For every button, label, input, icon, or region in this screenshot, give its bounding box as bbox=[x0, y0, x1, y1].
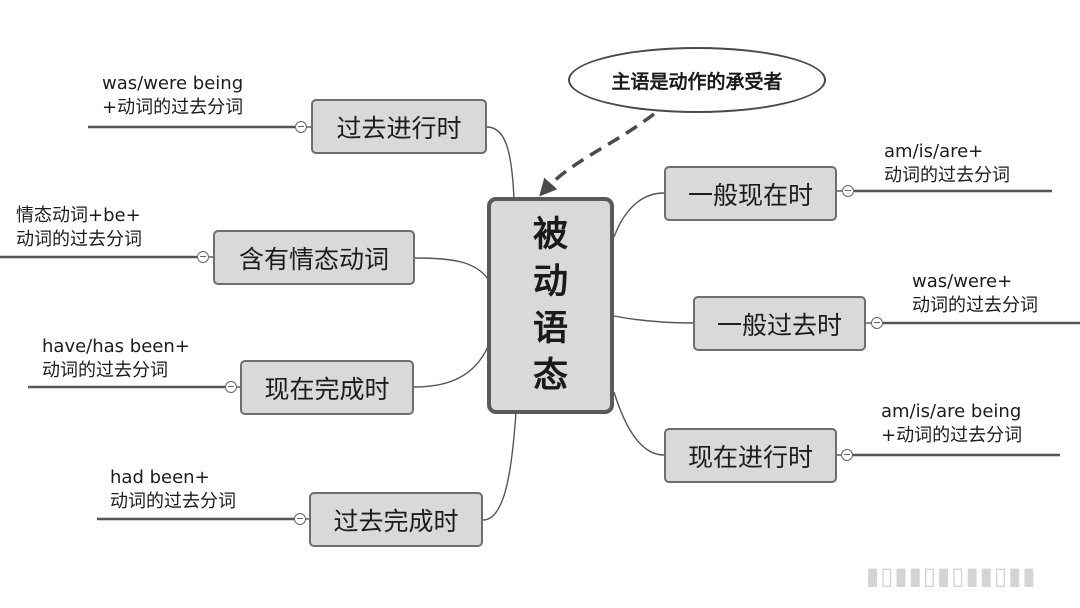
note-line: 动词的过去分词 bbox=[110, 491, 236, 512]
note-line: have/has been+ bbox=[42, 336, 190, 357]
topic-label: 过去完成时 bbox=[333, 506, 459, 536]
connector-modal bbox=[414, 257, 491, 283]
central-topic-char: 被 bbox=[532, 214, 568, 255]
collapse-toggle-icon[interactable] bbox=[871, 317, 883, 329]
note-line: was/were being bbox=[102, 73, 244, 94]
note-modal: 情态动词+be+ 动词的过去分词 bbox=[16, 204, 142, 252]
collapse-toggle-icon[interactable] bbox=[295, 121, 307, 133]
connector-past-progressive bbox=[486, 126, 515, 201]
note-present-progressive: am/is/are being +动词的过去分词 bbox=[881, 400, 1022, 448]
note-line: was/were+ bbox=[912, 271, 1013, 292]
note-present-perfect: have/has been+ 动词的过去分词 bbox=[42, 335, 190, 383]
note-line: 动词的过去分词 bbox=[884, 165, 1010, 186]
note-past-progressive: was/were being +动词的过去分词 bbox=[102, 72, 243, 120]
note-line: +动词的过去分词 bbox=[102, 97, 244, 118]
note-line: 动词的过去分词 bbox=[912, 295, 1038, 316]
note-line: +动词的过去分词 bbox=[881, 425, 1023, 446]
connector-simple-past bbox=[613, 315, 694, 324]
note-line: had been+ bbox=[110, 467, 210, 488]
central-topic[interactable]: 被 动 语 态 bbox=[487, 197, 614, 414]
central-topic-char: 态 bbox=[532, 355, 568, 396]
watermark: ▮▯▮▮▯▮▯▮▮▯▮▮ bbox=[866, 562, 1037, 590]
topic-label: 一般过去时 bbox=[716, 310, 842, 340]
topic-label: 现在进行时 bbox=[687, 442, 813, 472]
topic-label: 一般现在时 bbox=[687, 180, 813, 210]
note-line: 动词的过去分词 bbox=[16, 229, 142, 250]
topic-past-progressive[interactable]: 过去进行时 bbox=[311, 99, 487, 154]
connector-present-perfect bbox=[413, 341, 491, 388]
central-topic-char: 语 bbox=[532, 308, 568, 349]
note-simple-past: was/were+ 动词的过去分词 bbox=[912, 270, 1038, 318]
collapse-toggle-icon[interactable] bbox=[842, 185, 854, 197]
connector-past-perfect bbox=[482, 411, 517, 521]
collapse-toggle-icon[interactable] bbox=[225, 381, 237, 393]
collapse-toggle-icon[interactable] bbox=[294, 513, 306, 525]
callout-arrow bbox=[539, 112, 656, 197]
note-line: am/is/are+ bbox=[884, 141, 984, 162]
callout-text: 主语是动作的承受者 bbox=[611, 70, 783, 93]
topic-label: 含有情态动词 bbox=[238, 244, 389, 274]
note-past-perfect: had been+ 动词的过去分词 bbox=[110, 466, 236, 514]
note-simple-present: am/is/are+ 动词的过去分词 bbox=[884, 140, 1010, 188]
collapse-toggle-icon[interactable] bbox=[841, 449, 853, 461]
topic-label: 现在完成时 bbox=[264, 374, 390, 404]
topic-modal[interactable]: 含有情态动词 bbox=[213, 230, 415, 285]
callout-bubble: 主语是动作的承受者 bbox=[568, 47, 826, 113]
note-line: 情态动词+be+ bbox=[16, 205, 141, 226]
topic-present-progressive[interactable]: 现在进行时 bbox=[664, 428, 837, 483]
topic-present-perfect[interactable]: 现在完成时 bbox=[240, 360, 414, 415]
topic-label: 过去进行时 bbox=[336, 113, 462, 143]
central-topic-char: 动 bbox=[532, 261, 568, 302]
note-line: am/is/are being bbox=[881, 401, 1022, 422]
topic-simple-past[interactable]: 一般过去时 bbox=[693, 296, 866, 351]
connector-simple-present bbox=[613, 192, 665, 238]
topic-past-perfect[interactable]: 过去完成时 bbox=[309, 492, 483, 547]
connector-present-progressive bbox=[613, 391, 665, 456]
topic-simple-present[interactable]: 一般现在时 bbox=[664, 166, 837, 221]
note-line: 动词的过去分词 bbox=[42, 360, 168, 381]
collapse-toggle-icon[interactable] bbox=[197, 251, 209, 263]
